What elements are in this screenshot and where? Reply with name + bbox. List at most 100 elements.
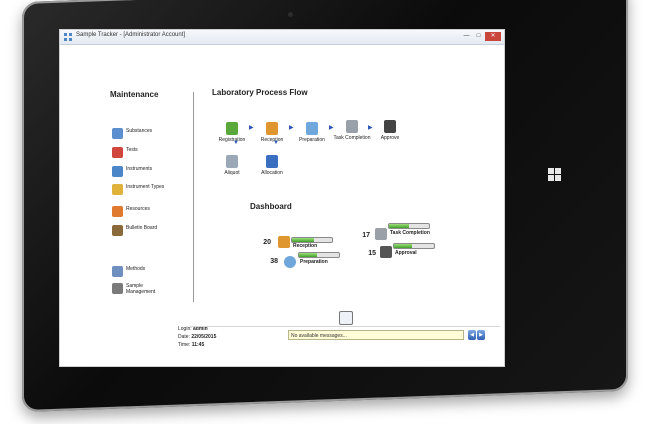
app-icon: [64, 33, 72, 41]
dashboard-count: 38: [270, 258, 278, 265]
aliquot-icon: [226, 155, 238, 168]
sidebar-item-resources[interactable]: Resources: [112, 206, 150, 217]
sidebar-item-tests[interactable]: Tests: [112, 147, 138, 158]
sidebar-item-label: Bulletin Board: [126, 225, 158, 231]
reception-icon: [278, 236, 290, 248]
arrow-down-icon: ▼: [233, 140, 239, 146]
sidebar-item-label: Sample Management: [126, 283, 156, 295]
windows-logo-icon[interactable]: [548, 168, 562, 182]
dashboard-label: Task Completion: [390, 230, 430, 236]
status-divider: [190, 326, 500, 327]
flow-node-reception[interactable]: Reception: [252, 122, 292, 143]
flow-node-registration[interactable]: Registration: [212, 122, 252, 143]
next-message-button[interactable]: ▶: [477, 330, 485, 340]
dashboard-progress-fill: [299, 253, 317, 257]
flow-node-allocation[interactable]: Allocation: [252, 155, 292, 176]
time-label: Time:: [178, 342, 191, 348]
title-bar: Sample Tracker - [Administrator Account]…: [60, 30, 504, 45]
minimize-button[interactable]: —: [463, 33, 470, 39]
flow-node-preparation[interactable]: Preparation: [292, 122, 332, 143]
flow-node-label: Aliquot: [224, 170, 240, 176]
reception-icon: [266, 122, 278, 135]
dashboard-count: 17: [362, 232, 370, 239]
sidebar-item-instrument-types[interactable]: Instrument Types: [112, 184, 164, 195]
dashboard-count: 20: [263, 239, 271, 246]
sample-management-icon: [112, 283, 123, 294]
arrow-down-icon: ▼: [273, 140, 279, 146]
window-controls: — □ ✕: [461, 32, 501, 42]
arrow-right-icon: ▶: [368, 125, 373, 131]
date-label: Date:: [178, 334, 190, 340]
flow-node-task-completion[interactable]: Task Completion: [332, 120, 372, 141]
flow-node-label: Reception: [260, 137, 284, 143]
dashboard-title: Dashboard: [250, 202, 292, 211]
date-value: 22/05/2015: [191, 334, 217, 340]
time-value: 11:45: [191, 342, 205, 348]
flow-node-label: Allocation: [261, 170, 283, 176]
dashboard-label: Preparation: [300, 259, 328, 265]
login-label: Login:: [178, 326, 192, 332]
sidebar-item-instruments[interactable]: Instruments: [112, 166, 152, 177]
date-row: Date: 22/05/2015: [178, 334, 216, 340]
camera-icon: [288, 12, 293, 17]
dashboard-progress-fill: [292, 238, 314, 242]
arrow-right-icon: ▶: [329, 125, 334, 131]
dashboard-label: Approval: [395, 250, 417, 256]
dashboard-label: Reception: [293, 243, 318, 249]
dashboard-progress-fill: [389, 224, 409, 228]
message-nav: ◀ ▶: [468, 330, 485, 340]
sidebar-item-methods[interactable]: Methods: [112, 266, 145, 277]
dashboard-progress-fill: [394, 244, 412, 248]
dashboard-progress-bar: [298, 252, 340, 258]
arrow-right-icon: ▶: [289, 125, 294, 131]
sidebar-item-label: Substances: [126, 128, 153, 134]
flow-node-label: Registration: [218, 137, 246, 143]
message-bar: No available messages...: [288, 330, 464, 340]
task-completion-icon: [375, 228, 387, 240]
dashboard-count: 15: [368, 250, 376, 257]
sidebar-item-label: Instruments: [126, 166, 153, 172]
substances-icon: [112, 128, 123, 139]
dashboard-progress-bar: [291, 237, 333, 243]
dashboard-progress-bar: [393, 243, 435, 249]
preparation-icon: [284, 256, 296, 268]
flow-node-label: Task Completion: [333, 135, 371, 141]
tests-icon: [112, 147, 123, 158]
allocation-icon: [266, 155, 278, 168]
methods-icon: [112, 266, 123, 277]
sidebar-item-label: Resources: [126, 206, 150, 212]
sidebar-item-label: Tests: [126, 147, 138, 153]
sidebar-item-label: Methods: [126, 266, 146, 272]
arrow-right-icon: ▶: [249, 125, 254, 131]
time-row: Time: 11:45: [178, 342, 204, 348]
sidebar-item-bulletin-board[interactable]: Bulletin Board: [112, 225, 157, 236]
flow-node-label: Preparation: [299, 137, 325, 143]
registration-icon: [226, 122, 238, 135]
task-completion-icon: [346, 120, 358, 133]
maintenance-title: Maintenance: [110, 90, 159, 99]
flow-node-approve[interactable]: Approve: [370, 120, 410, 141]
approval-icon: [380, 246, 392, 258]
sidebar-item-substances[interactable]: Substances: [112, 128, 152, 139]
approve-icon: [384, 120, 396, 133]
preparation-icon: [306, 122, 318, 135]
dashboard-progress-bar: [388, 223, 430, 229]
app-window: Sample Tracker - [Administrator Account]…: [60, 30, 504, 366]
resources-icon: [112, 206, 123, 217]
instrument-types-icon: [112, 184, 123, 195]
message-icon[interactable]: [339, 311, 353, 325]
sidebar-item-sample-management[interactable]: Sample Management: [112, 283, 166, 295]
close-button[interactable]: ✕: [485, 32, 501, 41]
flow-title: Laboratory Process Flow: [212, 88, 308, 97]
login-value: admin: [193, 326, 208, 332]
window-title: Sample Tracker - [Administrator Account]: [76, 32, 186, 38]
login-row: Login: admin: [178, 326, 208, 332]
divider: [193, 92, 194, 302]
bulletin-board-icon: [112, 225, 123, 236]
flow-node-label: Approve: [380, 135, 400, 141]
prev-message-button[interactable]: ◀: [468, 330, 476, 340]
instruments-icon: [112, 166, 123, 177]
maximize-button[interactable]: □: [476, 33, 481, 39]
flow-node-aliquot[interactable]: Aliquot: [212, 155, 252, 176]
sidebar-item-label: Instrument Types: [126, 184, 165, 190]
